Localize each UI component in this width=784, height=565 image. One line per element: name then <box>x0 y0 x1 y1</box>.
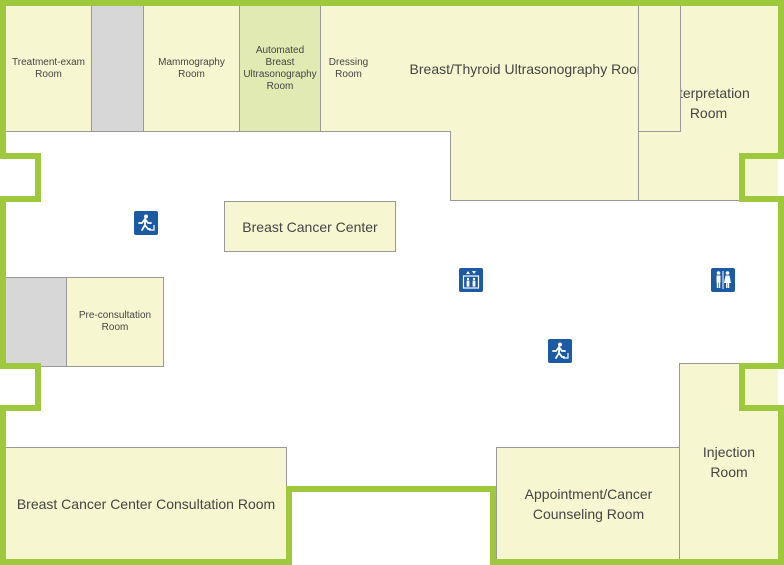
dressing-room-label: Dressing Room <box>328 56 369 80</box>
consultation-room: Breast Cancer Center Consultation Room <box>6 447 287 559</box>
gray-block-left <box>6 277 67 367</box>
pre-consultation-room: Pre-consultation Room <box>66 277 164 367</box>
appointment-counseling-room-label: Appointment/Cancer Counseling Room <box>524 485 653 522</box>
dressing-room: Dressing Room <box>320 6 377 132</box>
breast-thyroid-ultrasonography-room-lower <box>450 130 640 201</box>
restroom-icon <box>711 268 735 292</box>
injection-room-label: Injection Room <box>702 443 756 480</box>
consultation-room-label: Breast Cancer Center Consultation Room <box>16 495 276 512</box>
injection-room: Injection Room <box>679 363 778 559</box>
mammography-room: Mammography Room <box>143 6 240 132</box>
breast-thyroid-ultrasonography-room-label: Breast/Thyroid Ultrasonography Room <box>409 60 649 77</box>
gray-block-top <box>91 6 144 132</box>
elevator-icon <box>459 268 483 292</box>
emergency-exit-icon <box>134 211 158 235</box>
breast-cancer-center-label: Breast Cancer Center <box>242 218 378 235</box>
interpretation-divider <box>680 6 681 131</box>
automated-breast-ultrasonography-room-label: Automated Breast Ultrasonography Room <box>243 44 317 92</box>
treatment-exam-room: Treatment-exam Room <box>6 6 92 132</box>
treatment-exam-room-label: Treatment-exam Room <box>12 56 85 80</box>
breast-thyroid-ultrasonography-room: Breast/Thyroid Ultrasonography Room <box>376 6 682 132</box>
emergency-exit-icon <box>548 339 572 363</box>
pre-consultation-room-label: Pre-consultation Room <box>78 310 152 333</box>
mammography-room-label: Mammography Room <box>158 56 225 80</box>
appointment-counseling-room: Appointment/Cancer Counseling Room <box>496 447 681 559</box>
room-seam-fill <box>451 130 639 133</box>
interpretation-room-notch <box>638 6 681 132</box>
automated-breast-ultrasonography-room: Automated Breast Ultrasonography Room <box>239 6 321 132</box>
breast-cancer-center-label-box: Breast Cancer Center <box>224 201 396 252</box>
